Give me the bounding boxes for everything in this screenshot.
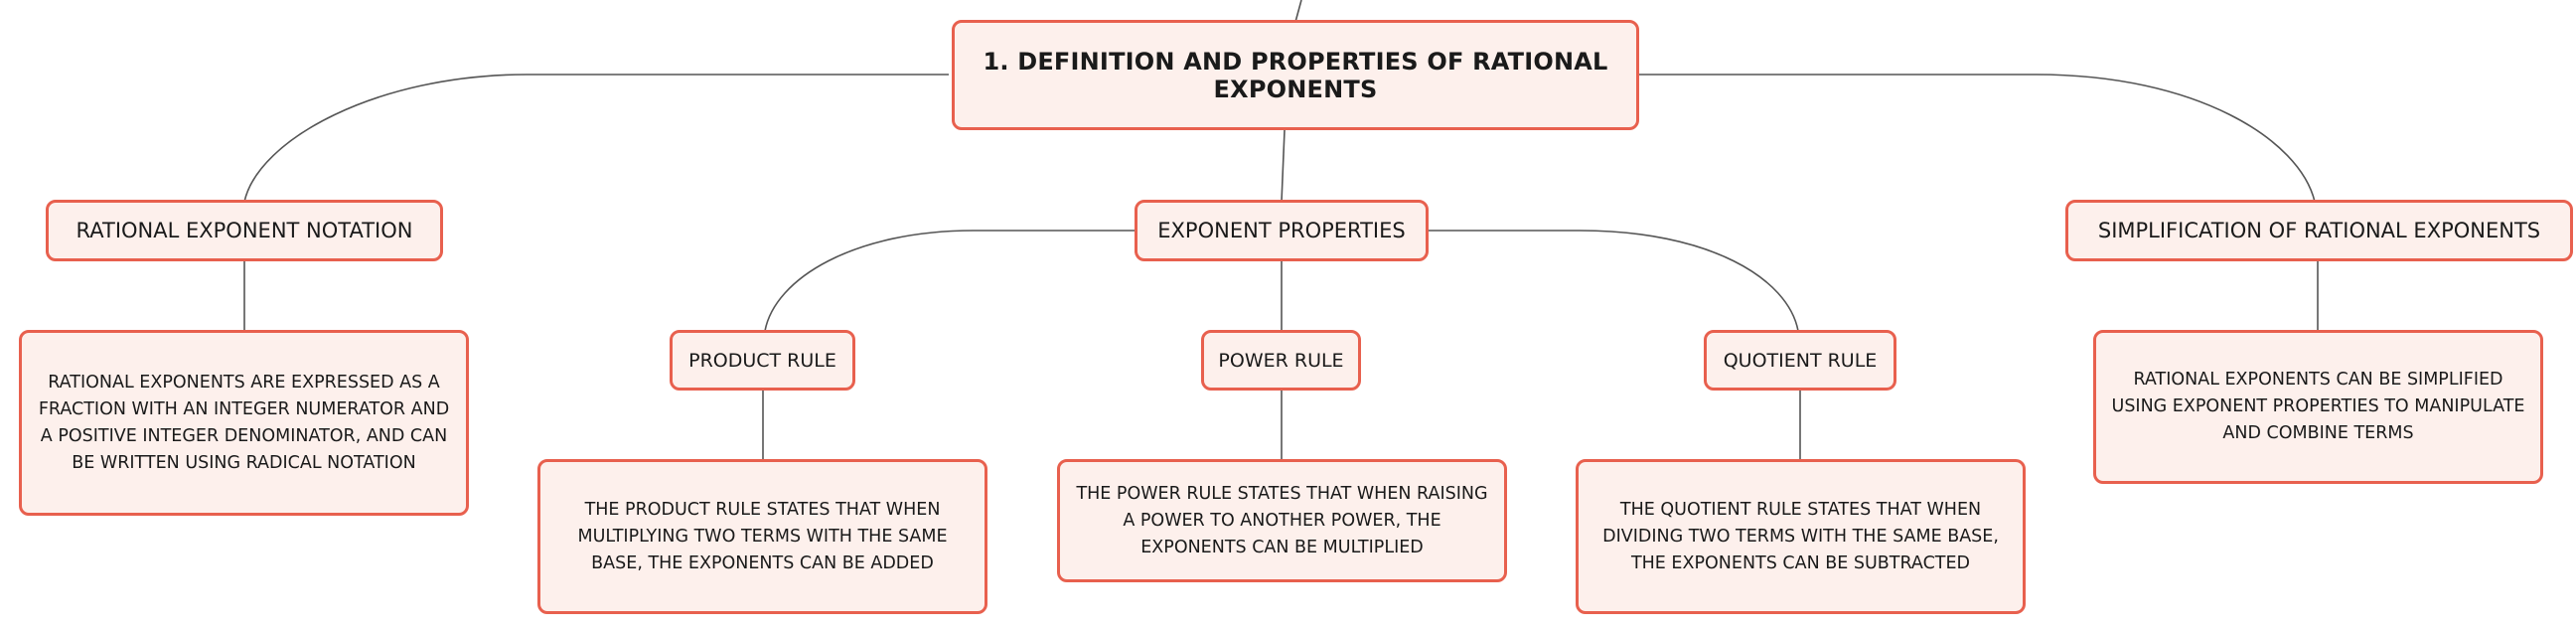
product-rule-description[interactable]: THE PRODUCT RULE STATES THAT WHEN MULTIP…: [537, 459, 987, 614]
topic-exponent-properties[interactable]: EXPONENT PROPERTIES: [1135, 200, 1429, 261]
subtopic-quotient-rule[interactable]: QUOTIENT RULE: [1704, 330, 1896, 391]
description-text: RATIONAL EXPONENTS CAN BE SIMPLIFIED USI…: [2111, 370, 2525, 443]
subtopic-label: PRODUCT RULE: [688, 349, 836, 372]
description-text: THE QUOTIENT RULE STATES THAT WHEN DIVID…: [1602, 499, 1999, 573]
quotient-rule-description[interactable]: THE QUOTIENT RULE STATES THAT WHEN DIVID…: [1576, 459, 2026, 614]
description-text: THE POWER RULE STATES THAT WHEN RAISING …: [1076, 483, 1488, 557]
power-rule-description[interactable]: THE POWER RULE STATES THAT WHEN RAISING …: [1057, 459, 1507, 582]
connector-root-parent: [1294, 0, 1302, 23]
simplification-description[interactable]: RATIONAL EXPONENTS CAN BE SIMPLIFIED USI…: [2093, 330, 2543, 484]
description-text: THE PRODUCT RULE STATES THAT WHEN MULTIP…: [577, 499, 948, 573]
root-node-label: 1. DEFINITION AND PROPERTIES OF RATIONAL…: [983, 47, 1608, 103]
connector-root-notation: [243, 74, 949, 203]
description-text: RATIONAL EXPONENTS ARE EXPRESSED AS A FR…: [38, 372, 450, 473]
connector-root-properties: [1281, 129, 1286, 203]
subtopic-product-rule[interactable]: PRODUCT RULE: [670, 330, 855, 391]
connector-properties-product: [764, 230, 1135, 332]
subtopic-power-rule[interactable]: POWER RULE: [1201, 330, 1361, 391]
topic-label: SIMPLIFICATION OF RATIONAL EXPONENTS: [2097, 219, 2541, 242]
topic-label: RATIONAL EXPONENT NOTATION: [76, 219, 413, 242]
topic-label: EXPONENT PROPERTIES: [1157, 219, 1406, 242]
topic-rational-exponent-notation[interactable]: RATIONAL EXPONENT NOTATION: [46, 200, 443, 261]
notation-description[interactable]: RATIONAL EXPONENTS ARE EXPRESSED AS A FR…: [19, 330, 469, 516]
subtopic-label: QUOTIENT RULE: [1723, 349, 1878, 372]
subtopic-label: POWER RULE: [1218, 349, 1344, 372]
topic-simplification-of-rational-exponents[interactable]: SIMPLIFICATION OF RATIONAL EXPONENTS: [2065, 200, 2573, 261]
connector-properties-quotient: [1428, 230, 1799, 332]
root-node[interactable]: 1. DEFINITION AND PROPERTIES OF RATIONAL…: [952, 20, 1639, 130]
connector-root-simplification: [1637, 74, 2316, 203]
